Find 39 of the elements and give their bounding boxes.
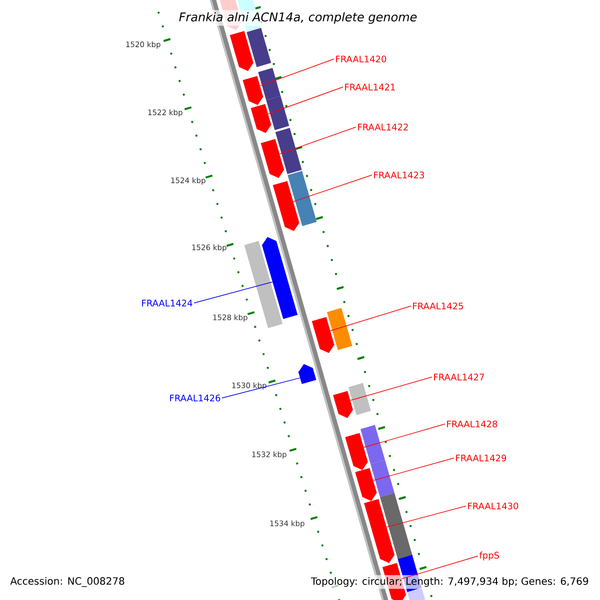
gene-feature [242,76,264,106]
gene-label: FRAAL1423 [374,172,424,178]
gene-feature [250,104,272,134]
gene-label: FRAAL1430 [468,502,518,510]
leader-line [386,506,466,528]
title: Frankia alni ACN14a, complete genome [176,10,420,26]
leader-line [222,378,300,398]
leader-line [268,86,344,114]
gene-label: FRAAL1425 [413,302,463,310]
leader-line [194,282,273,304]
gene-label: fppS [479,552,499,560]
leader-line [401,556,478,580]
gene-feature [364,498,395,564]
gene-feature [230,30,254,72]
gene-feature [312,316,334,354]
gene-label: FRAAL1427 [434,374,484,380]
genome-info-text: Topology: circular; Length: 7,497,934 bp; Genes: 6,769 [308,575,591,589]
gene-feature [298,364,316,384]
leader-line [350,376,432,401]
gene-label: FRAAL1424 [142,300,192,306]
gene-label: FRAAL1421 [345,84,395,90]
gene-feature [333,390,353,418]
leader-line [279,126,356,154]
gene-label: FRAAL1420 [336,56,386,62]
leader-line [373,458,454,481]
gene-label: FRAAL1428 [447,420,498,428]
gene-label: FRAAL1426 [170,394,220,402]
leader-line [330,306,412,332]
gene-feature [262,236,298,320]
leader-line [364,424,446,448]
gene-feature [272,180,300,232]
leader-line [260,58,334,86]
gene-feature [355,468,377,502]
accession-text: Accession: NC_008278 [10,577,124,587]
gene-label: FRAAL1422 [358,124,408,130]
gene-feature [345,432,368,470]
leader-line [293,174,372,202]
gene-label: FRAAL1429 [456,454,506,462]
gene-feature [260,138,284,178]
